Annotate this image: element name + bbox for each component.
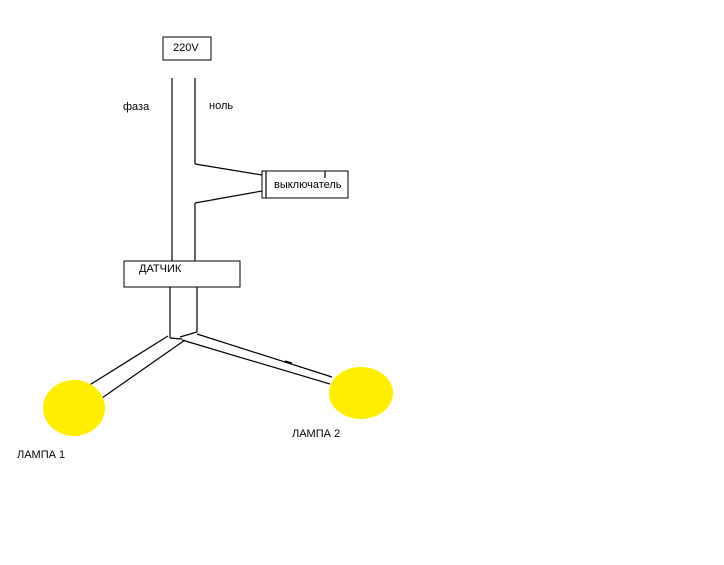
neutral-label: ноль	[209, 100, 234, 112]
lamp2-label: ЛАМПА 2	[292, 428, 341, 440]
lamp1-wire-b	[101, 339, 186, 399]
lamp2	[329, 367, 393, 419]
supply-label: 220V	[173, 42, 199, 54]
lamp2-wire-a	[196, 333, 333, 378]
switch-box	[261, 170, 349, 199]
switch-return-wire	[194, 190, 263, 204]
neutral-wire-to-switch	[194, 163, 263, 176]
lamp1-label: ЛАМПА 1	[17, 449, 66, 461]
junction-link-bottom	[169, 337, 183, 340]
lamp1-wire-a	[87, 335, 169, 387]
supply-box	[162, 36, 212, 61]
sensor-box	[123, 260, 241, 288]
sensor-label: ДАТЧИК	[139, 263, 182, 275]
junction-link-top	[179, 331, 198, 338]
lamp2-wire-b	[181, 339, 331, 385]
phase-label: фаза	[123, 101, 150, 113]
lamp1	[43, 380, 105, 436]
lamp2-wire-tick	[284, 360, 293, 364]
switch-label: выключатель	[274, 179, 342, 191]
